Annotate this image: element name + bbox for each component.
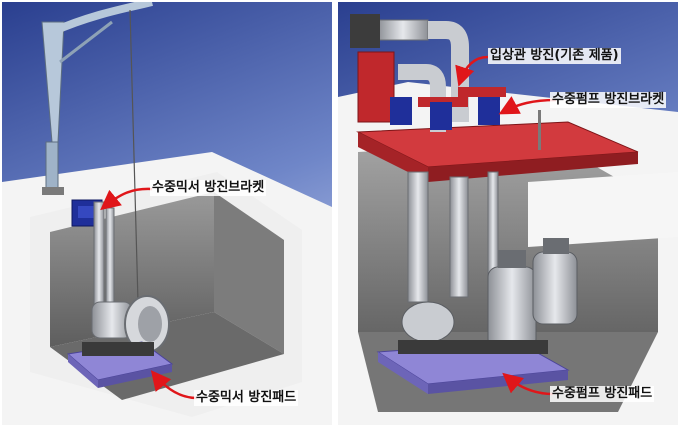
pump-bracket-3: [478, 97, 500, 125]
pump-motor-cap-1: [498, 250, 526, 268]
mixer-base-frame: [82, 342, 154, 356]
mixer-propeller: [138, 306, 162, 342]
pump-body-2: [532, 251, 578, 325]
pump-illustration-panel: 입상관 방진(기존 제품) 수중펌프 방진브라켓 수중펌프 방진패드: [338, 2, 678, 425]
pump-pad-arrow: [502, 372, 554, 396]
mixer-illustration-panel: 수중믹서 방진브라켓 수중믹서 방진패드: [2, 2, 332, 425]
pump-bracket-1: [390, 97, 412, 125]
crane-post: [45, 141, 59, 193]
riser-pipe-1: [428, 21, 469, 122]
pit-side-wall: [214, 192, 284, 354]
pump-pad-front: [428, 370, 568, 394]
pump-bracket-label: 수중펌프 방진브라켓: [550, 92, 667, 108]
mixer-pad-side: [68, 354, 98, 388]
pump-pad-side: [378, 352, 428, 394]
pump-base-frame: [398, 340, 548, 354]
pad-arrow: [150, 370, 198, 400]
crane-boom: [50, 2, 153, 36]
pump-motor-cap-2: [543, 238, 569, 254]
discharge-pipe-2: [449, 176, 469, 298]
riser-arrow: [455, 55, 489, 87]
pump-bracket-2: [430, 102, 452, 130]
support-frame-side: [358, 132, 428, 182]
riser-red-panel: [357, 51, 395, 123]
pump-body-1: [487, 266, 537, 350]
riser-label: 입상관 방진(기존 제품): [488, 48, 621, 64]
pump-volute: [401, 301, 455, 343]
lifting-cable: [129, 9, 139, 303]
support-frame-front: [428, 152, 638, 182]
pump-illustration: [338, 2, 678, 425]
mixer-pad-label: 수중믹서 방진패드: [194, 390, 299, 406]
riser-flange: [350, 14, 380, 48]
bracket-rod: [538, 110, 541, 150]
bracket-arrow: [100, 187, 153, 211]
concrete-ledge: [528, 172, 678, 247]
mixer-bracket-label: 수중믹서 방진브라켓: [150, 180, 267, 196]
pump-pad-label: 수중펌프 방진패드: [550, 386, 655, 402]
crane-base: [42, 187, 64, 195]
discharge-pipe-1: [407, 171, 429, 303]
crane-brace: [59, 20, 113, 64]
mixer-pad-front: [98, 364, 172, 388]
riser-pipe-2: [398, 64, 446, 132]
riser-clamp-2: [458, 87, 506, 97]
mixer-bracket-plate: [78, 206, 96, 218]
crane-mast: [41, 21, 65, 143]
mixer-illustration: [2, 2, 332, 425]
riser-elbow-top: [377, 19, 429, 41]
pit-back-wall: [50, 192, 214, 347]
